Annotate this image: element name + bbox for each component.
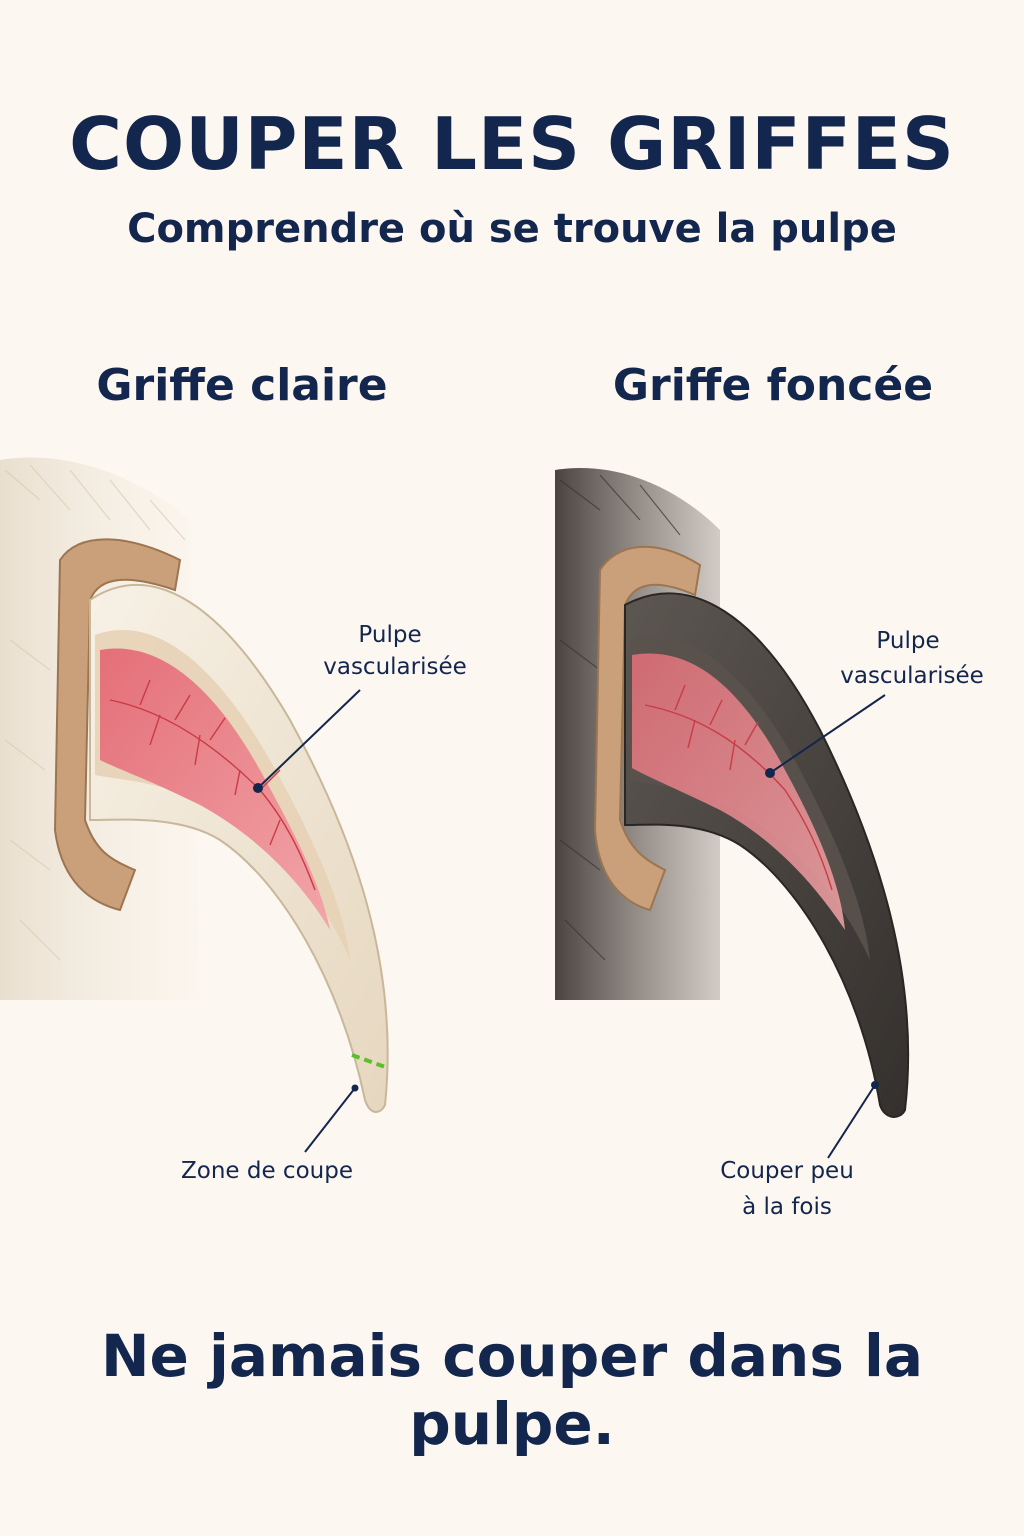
light-claw-title: Griffe claire [96, 360, 388, 411]
dark-fur-strands [559, 474, 681, 961]
dark-cut-label-line1: Couper peu [720, 1158, 854, 1184]
light-cut-zone-mark [351, 1053, 389, 1070]
dark-pulp [632, 653, 845, 930]
claw-diagrams: Pulpe vascularisée Zone de coupe Pulpe v… [0, 457, 984, 1220]
dark-pulp-vessels [644, 684, 833, 891]
dark-claw-illustration: Pulpe vascularisée Couper peu à la fois [555, 468, 984, 1220]
page-subtitle: Comprendre où se trouve la pulpe [127, 206, 897, 252]
dark-pulp-label-line1: Pulpe [876, 628, 939, 654]
warning-text: Ne jamais couper dans la pulpe. [100, 1322, 924, 1458]
light-claw-illustration: Pulpe vascularisée Zone de coupe [0, 457, 467, 1184]
light-cut-label: Zone de coupe [181, 1158, 353, 1184]
light-pulp-label-line1: Pulpe [358, 622, 421, 648]
page-title: COUPER LES GRIFFES [69, 102, 955, 186]
dark-claw-title: Griffe foncée [612, 360, 934, 411]
light-fur-strands [4, 464, 186, 961]
light-pulp [100, 648, 330, 930]
dark-pulp-label-line2: vascularisée [840, 663, 984, 689]
light-pulp-label-line2: vascularisée [323, 654, 467, 680]
dark-cut-label-line2: à la fois [742, 1194, 832, 1220]
